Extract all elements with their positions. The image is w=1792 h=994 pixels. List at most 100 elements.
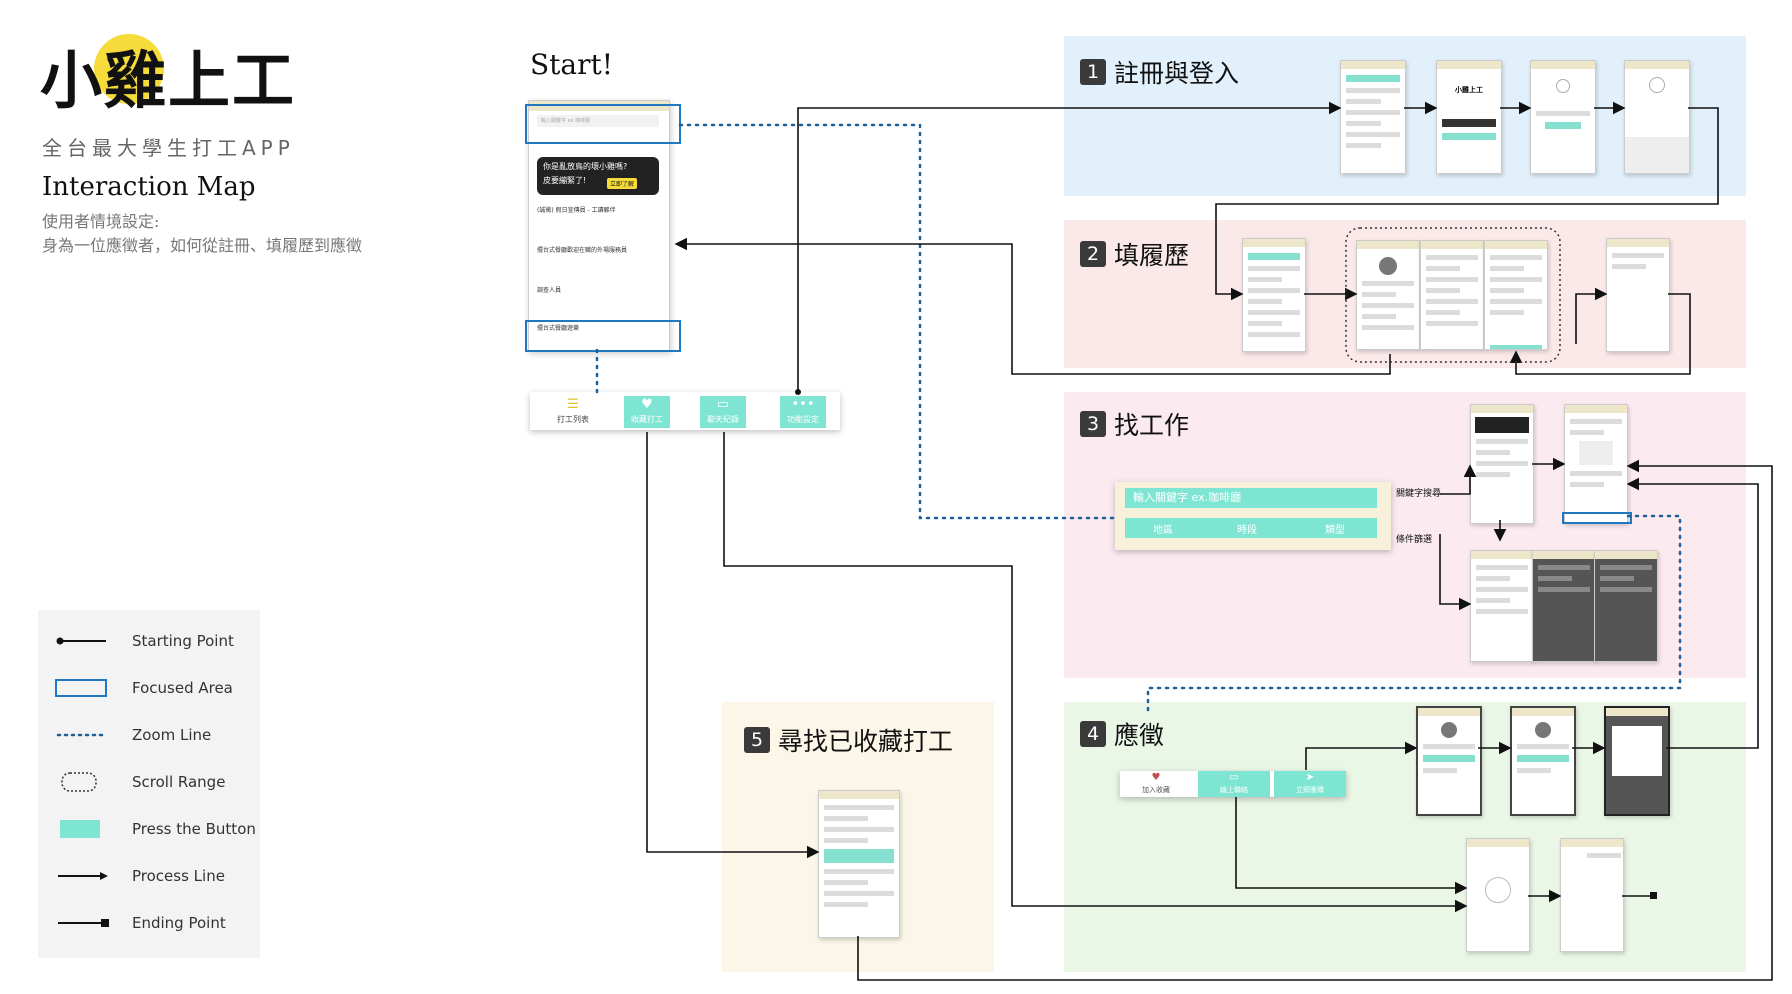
process-line (1509, 293, 1691, 375)
tab-settings[interactable]: •••功能設定 (780, 396, 826, 428)
process-line (1440, 464, 1477, 495)
resume-screen-1 (1242, 238, 1306, 352)
scroll-range (1345, 227, 1561, 363)
job-list-item[interactable]: 擺台式餐廳遊樂 (537, 325, 580, 332)
job-list-item[interactable]: (誠徵) 假日宣傳員 - 工讀夥伴 (537, 207, 616, 214)
signup-screen-3 (1530, 60, 1596, 174)
home-search-input[interactable]: 輸入關鍵字 ex.咖啡廳 (537, 115, 659, 127)
search-filter-card: 輸入關鍵字 ex.咖啡廳 地區 時段 類型 (1115, 482, 1391, 550)
heart-icon: ♥ (1151, 772, 1161, 783)
keyword-search-label: 關鍵字搜尋 (1396, 489, 1442, 499)
main-tab-bar: ☰打工列表 ♥收藏打工 ▭聊天紀錄 •••功能設定 (530, 392, 840, 430)
process-line (1305, 741, 1418, 770)
starting-point-icon (56, 637, 106, 645)
job-detail-screen (1564, 404, 1628, 524)
process-line (1235, 797, 1468, 895)
legend-row: Scroll Range (38, 767, 260, 797)
home-banner[interactable]: 你是亂放鳥的壞小雞嗎? 皮要繃緊了! 立即了解 (537, 157, 659, 195)
logo-mark: 小雞上工 (40, 44, 297, 117)
process-line-icon (58, 872, 108, 880)
zoom-line (678, 123, 1117, 520)
focused-area-icon (55, 679, 107, 697)
section-1-number: 1 (1080, 59, 1106, 85)
focused-area-detail-tabbar (1562, 512, 1632, 524)
logo-tagline: 全台最大學生打工APP (42, 136, 295, 160)
tab-job-list[interactable]: ☰打工列表 (544, 396, 602, 428)
filter-type[interactable]: 類型 (1325, 525, 1345, 536)
legend-row: Focused Area (38, 673, 260, 703)
resume-screen-5 (1606, 238, 1670, 352)
process-line (1626, 477, 1759, 749)
process-line (646, 432, 820, 859)
apply-screen-1 (1416, 706, 1482, 816)
keyword-search-input[interactable]: 輸入關鍵字 ex.咖啡廳 (1125, 488, 1377, 508)
saved-jobs-screen (818, 790, 900, 938)
filter-screen-1 (1470, 550, 1534, 662)
process-line (1575, 287, 1608, 344)
chat-empty-screen (1466, 838, 1530, 952)
tab-saved-jobs[interactable]: ♥收藏打工 (624, 396, 670, 428)
app-logo: 小雞上工 (40, 30, 296, 120)
section-3-number: 3 (1080, 411, 1106, 437)
heart-icon: ♥ (641, 397, 653, 412)
press-button-icon (60, 820, 100, 838)
process-line (797, 101, 1342, 392)
filter-region[interactable]: 地區 (1153, 525, 1173, 536)
apply-now-button[interactable]: ➤立即應徵 (1274, 771, 1346, 797)
resume-screen-4 (1484, 240, 1548, 350)
start-label: Start! (530, 48, 614, 81)
process-line (723, 432, 1468, 913)
chat-icon: ▭ (1229, 772, 1239, 783)
send-icon: ➤ (1305, 772, 1315, 783)
legend-row: Process Line (38, 861, 260, 891)
page-title: Interaction Map (42, 172, 256, 202)
banner-cta-button[interactable]: 立即了解 (606, 178, 637, 189)
ending-point-icon (58, 919, 109, 927)
filter-screen-2 (1532, 550, 1596, 662)
apply-screen-2 (1510, 706, 1576, 816)
job-list-item[interactable]: 擺台式餐廳歡迎在職的外場服務員 (537, 247, 628, 254)
list-icon: ☰ (567, 397, 579, 412)
signup-screen-2: 小雞上工 (1436, 60, 1502, 174)
filter-screen-3 (1594, 550, 1658, 662)
filter-label: 條件篩選 (1396, 535, 1433, 545)
more-icon: ••• (791, 397, 815, 412)
zoom-line (1146, 514, 1682, 716)
filter-timeslot[interactable]: 時段 (1237, 525, 1257, 536)
focused-area-tabbar (525, 320, 681, 352)
scenario-text: 使用者情境設定: 身為一位應徵者，如何從註冊、填履歷到應徵 (42, 212, 363, 255)
legend: Starting Point Focused Area Zoom Line Sc… (38, 610, 260, 958)
filter-bar: 地區 時段 類型 (1125, 518, 1377, 538)
process-line (1215, 107, 1719, 301)
contact-button[interactable]: ▭線上聯絡 (1198, 771, 1270, 797)
apply-screen-3 (1604, 706, 1670, 816)
resume-screen-3 (1420, 240, 1484, 350)
zoom-line-icon (56, 733, 108, 737)
legend-row: Zoom Line (38, 720, 260, 750)
legend-row: Press the Button (38, 814, 260, 844)
chat-screen (1560, 838, 1624, 952)
tab-chat-history[interactable]: ▭聊天紀錄 (700, 396, 746, 428)
process-line (1439, 534, 1472, 611)
section-4-number: 4 (1080, 721, 1106, 747)
process-line (857, 459, 1773, 981)
apply-action-bar: ♥加入收藏 ▭線上聯絡 ➤立即應徵 (1120, 771, 1346, 797)
signup-screen-1 (1340, 60, 1406, 174)
job-list-item[interactable]: 調查人員 (537, 287, 562, 294)
legend-row: Starting Point (38, 626, 260, 656)
section-5-number: 5 (744, 727, 770, 753)
section-2-number: 2 (1080, 241, 1106, 267)
chat-icon: ▭ (716, 397, 730, 412)
legend-row: Ending Point (38, 908, 260, 938)
status-bar (529, 101, 669, 111)
save-job-button[interactable]: ♥加入收藏 (1120, 771, 1192, 797)
process-line (674, 237, 1391, 375)
signup-screen-4 (1624, 60, 1690, 174)
scroll-range-icon (61, 772, 97, 792)
